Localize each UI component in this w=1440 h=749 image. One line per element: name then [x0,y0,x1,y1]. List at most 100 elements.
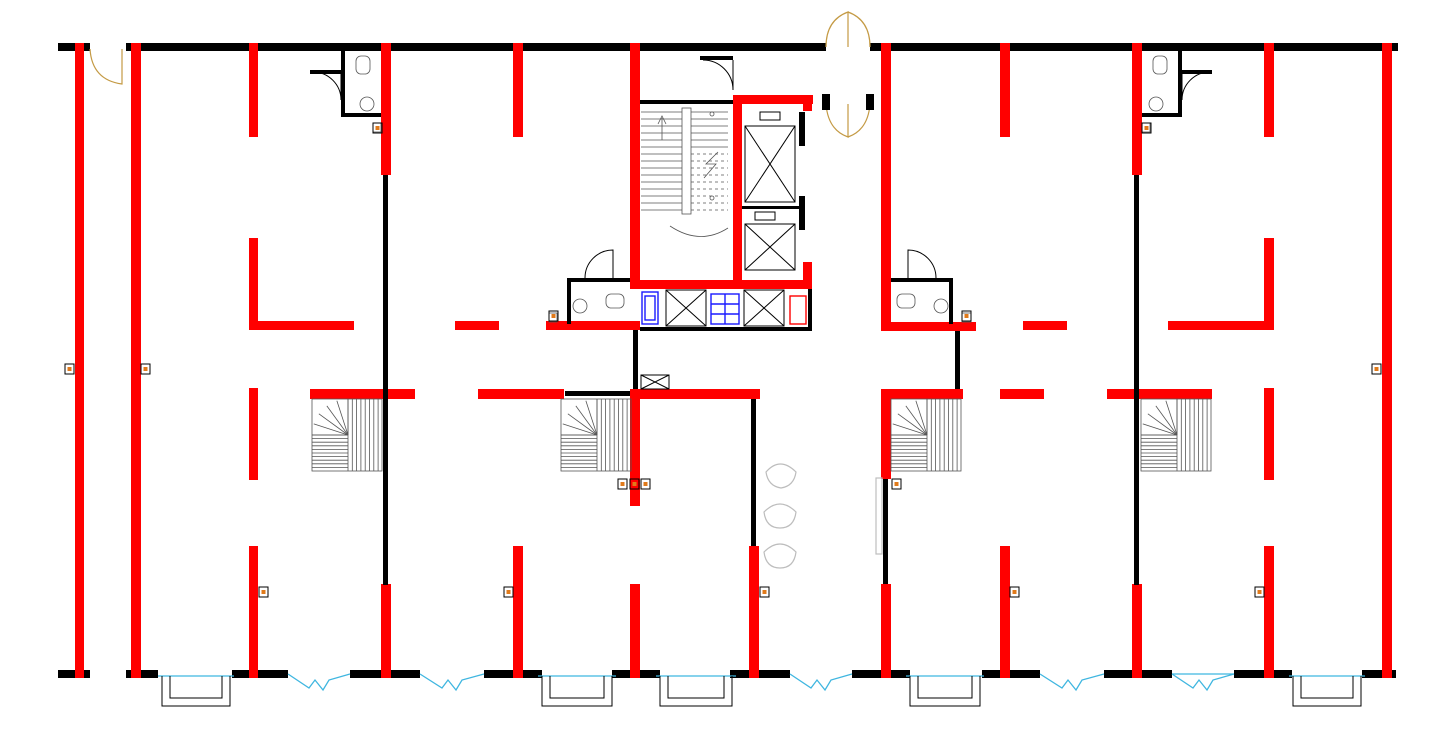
partition-wall [1134,175,1139,585]
bay-outline [541,676,613,707]
elevator-shaft-wall [733,95,813,104]
elevators [742,111,805,271]
partition-wall [341,51,345,117]
red-wall [1264,238,1274,330]
red-wall [1132,584,1142,678]
winder-step [915,400,928,436]
chair-icon [765,463,797,489]
meter-box-icon [641,291,659,325]
exterior-walls [58,43,1398,678]
column-marker-dot [964,314,969,318]
sliding-window [1039,673,1105,692]
vent-box [640,374,670,390]
basin-icon [933,298,949,314]
bottom-wall-left-stub [58,670,90,678]
winder-step [562,423,598,436]
partition-wall [1182,70,1212,74]
winder-step [326,405,349,436]
red-wall [749,546,759,678]
bay-window [906,675,984,707]
red-wall [381,43,391,175]
column-marker-dot [1012,590,1017,594]
red-wall [630,389,640,506]
shaft-box [665,289,707,327]
stair-steps [641,111,728,211]
column-marker [1371,363,1382,375]
column-marker-dot [643,482,648,486]
partition-wall [742,206,804,209]
internal-stair [890,398,962,472]
column-marker [961,310,972,322]
elevator-shaft-wall [733,95,742,289]
shaft-cross-icon [743,289,785,327]
red-wall [249,546,258,678]
bay-outline [659,676,733,707]
red-wall [881,389,963,399]
red-wall [630,43,640,288]
red-wall [1000,546,1010,678]
column-marker [1141,122,1152,134]
elevator-car [744,125,796,203]
partition-wall [1178,51,1182,117]
door-swing-icon [89,48,123,85]
column-marker-dot [1144,126,1149,130]
fire-box-icon [789,295,807,325]
sliding-window [419,673,485,692]
red-wall [1264,43,1274,137]
shaft-box [743,289,785,327]
partition-wall [383,175,388,585]
internal-stairs [311,398,1212,472]
column-marker [64,363,75,375]
utility-shafts [640,289,807,390]
red-wall [381,584,391,678]
column-marker-dot [1374,367,1379,371]
toilet-icon [1152,55,1168,75]
winder-step [892,423,928,436]
bay-inner [1300,676,1354,699]
red-wall [1382,43,1392,678]
partition-wall [883,479,888,584]
door-swing-icon [847,11,871,48]
red-wall [881,43,891,331]
partition-wall [1142,113,1182,117]
elevator-door [799,196,805,230]
red-wall [513,546,523,678]
basin-icon [359,96,375,112]
column-marker [1254,586,1265,598]
bay-window [1289,675,1365,707]
elevator-car [744,223,796,271]
door-swing-icon [825,11,849,48]
red-wall [131,43,141,678]
door-swing-icon [312,71,342,101]
bottom-wall-seg [1362,670,1396,678]
door-swing-icon [702,59,734,91]
bay-window [656,675,736,707]
winder-step [575,405,598,436]
partition-wall [955,331,960,389]
bay-inner [549,676,605,699]
column-marker-dot [67,367,72,371]
column-marker [503,586,514,598]
partition-wall [891,278,953,282]
corridor-chairs [763,463,883,569]
red-wall [478,389,564,399]
bay-outline [161,676,231,707]
red-wall [249,43,258,137]
internal-stair [1140,398,1212,472]
red-wall [249,238,258,330]
red-wall [881,322,976,331]
internal-stair [560,398,632,472]
column-marker [629,478,640,490]
meter-box-icon [644,295,656,321]
top-wall-left-stub [58,43,90,51]
structural-walls [75,43,1392,678]
column-marker [891,478,902,490]
column-markers [64,122,1382,598]
red-wall [75,43,84,678]
winder-step [567,413,598,436]
sliding-window [287,673,351,692]
winder-step [905,405,928,436]
elevator-cross-icon [744,223,796,271]
bottom-wall-seg [982,670,1040,678]
winder-step [1147,413,1178,436]
